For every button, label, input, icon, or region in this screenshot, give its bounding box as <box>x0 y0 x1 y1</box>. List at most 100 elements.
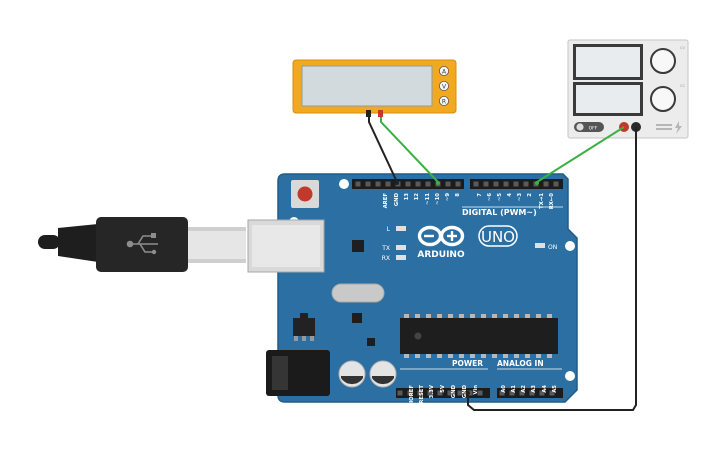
header-hole[interactable] <box>529 390 535 396</box>
wire-endpoint <box>466 391 470 395</box>
header-hole[interactable] <box>417 390 423 396</box>
pin-label: ~9 <box>445 193 451 201</box>
header-hole[interactable] <box>477 390 483 396</box>
header-hole[interactable] <box>385 181 391 187</box>
chip-leg <box>547 354 552 358</box>
capacitor <box>338 360 366 388</box>
chip-leg <box>536 314 541 318</box>
header-hole[interactable] <box>405 181 411 187</box>
header-hole[interactable] <box>447 390 453 396</box>
on-led <box>535 243 545 248</box>
header-hole[interactable] <box>375 181 381 187</box>
dial-mark-cv: CV <box>680 46 685 50</box>
uno-badge <box>478 225 518 247</box>
reset-button[interactable] <box>297 186 313 202</box>
usb-plug-metal <box>188 227 246 263</box>
pin-label: ~5 <box>497 193 503 201</box>
multimeter[interactable]: A V R <box>292 59 457 117</box>
mode-button-v[interactable] <box>438 81 449 92</box>
pin-label: Vin <box>473 385 479 395</box>
voltage-knob[interactable] <box>650 48 676 74</box>
header-hole[interactable] <box>355 181 361 187</box>
voltage-display <box>576 47 640 77</box>
pin-label: A1 <box>511 385 517 393</box>
chip-leg <box>448 314 453 318</box>
chip-leg <box>459 354 464 358</box>
wire-multimeter-black-to-gnd[interactable] <box>368 117 398 183</box>
power-header-label: POWER <box>452 359 483 368</box>
wire-supply-black-to-vin[interactable] <box>467 127 637 411</box>
usb-symbol-icon <box>126 233 158 255</box>
power-supply-logo-icon <box>656 121 682 134</box>
pin-label: AREF <box>383 193 389 209</box>
header-hole[interactable] <box>553 181 559 187</box>
mode-button-r[interactable] <box>438 96 449 107</box>
multimeter-red-probe[interactable] <box>378 110 383 117</box>
header-hole[interactable] <box>523 181 529 187</box>
pin-label: 5V <box>440 384 446 393</box>
header-hole[interactable] <box>513 181 519 187</box>
pin-label: 4 <box>507 193 513 197</box>
wire-endpoint <box>535 181 539 185</box>
wire-multimeter-red-to-pin10[interactable] <box>380 117 439 183</box>
onboard-leds: L TX RX ON <box>381 226 557 262</box>
header-hole[interactable] <box>473 181 479 187</box>
pin-label: 3.3V <box>429 384 435 398</box>
chip-leg <box>437 354 442 358</box>
header-hole[interactable] <box>543 181 549 187</box>
header-hole[interactable] <box>499 390 505 396</box>
current-knob[interactable] <box>650 86 676 112</box>
chip-leg <box>459 314 464 318</box>
arduino-brand: ARDUINO <box>417 250 465 260</box>
header-hole[interactable] <box>457 390 463 396</box>
header-hole[interactable] <box>519 390 525 396</box>
chip-leg <box>404 354 409 358</box>
chip-leg <box>426 314 431 318</box>
header-hole[interactable] <box>427 390 433 396</box>
pin-label: 12 <box>414 193 420 201</box>
mode-button-a[interactable] <box>438 66 449 77</box>
header-hole[interactable] <box>425 181 431 187</box>
voltage-regulator <box>293 313 315 341</box>
small-chip <box>352 313 362 323</box>
pin-label: 13 <box>404 193 410 201</box>
header-hole[interactable] <box>397 390 403 396</box>
capacitor <box>369 360 397 388</box>
header-hole[interactable] <box>455 181 461 187</box>
header-hole[interactable] <box>483 181 489 187</box>
power-supply[interactable]: CV CC OFF <box>567 39 689 139</box>
wire-supply-red-to-pin2[interactable] <box>536 126 625 183</box>
header-hole[interactable] <box>365 181 371 187</box>
pin-label: ~3 <box>517 193 523 201</box>
power-header <box>396 388 490 398</box>
header-hole[interactable] <box>509 390 515 396</box>
chip-leg <box>470 354 475 358</box>
usb-cable-taper <box>58 224 98 262</box>
header-hole[interactable] <box>549 390 555 396</box>
header-hole[interactable] <box>493 181 499 187</box>
header-hole[interactable] <box>539 390 545 396</box>
usb-cable[interactable] <box>38 217 246 272</box>
mode-button-r-label: R <box>442 98 446 105</box>
chip-leg <box>547 314 552 318</box>
multimeter-mode-buttons: A V R <box>438 66 449 107</box>
header-hole[interactable] <box>503 181 509 187</box>
chip-leg <box>514 314 519 318</box>
chip-leg <box>503 354 508 358</box>
chip-leg <box>525 354 530 358</box>
header-hole[interactable] <box>415 181 421 187</box>
chip-leg <box>481 354 486 358</box>
pin-label: GND <box>451 384 457 398</box>
pin-label: GND <box>462 384 468 398</box>
header-hole[interactable] <box>445 181 451 187</box>
pin-label: 7 <box>477 193 483 197</box>
usb-cable-strain <box>38 235 60 249</box>
arduino-uno-board[interactable]: L TX RX ON ARDUINO UNO <box>247 173 578 404</box>
header-hole[interactable] <box>407 390 413 396</box>
header-hole[interactable] <box>437 390 443 396</box>
mode-button-v-label: V <box>442 83 447 90</box>
chip-leg <box>448 354 453 358</box>
wire-endpoint <box>436 181 440 185</box>
multimeter-black-probe[interactable] <box>366 110 371 117</box>
